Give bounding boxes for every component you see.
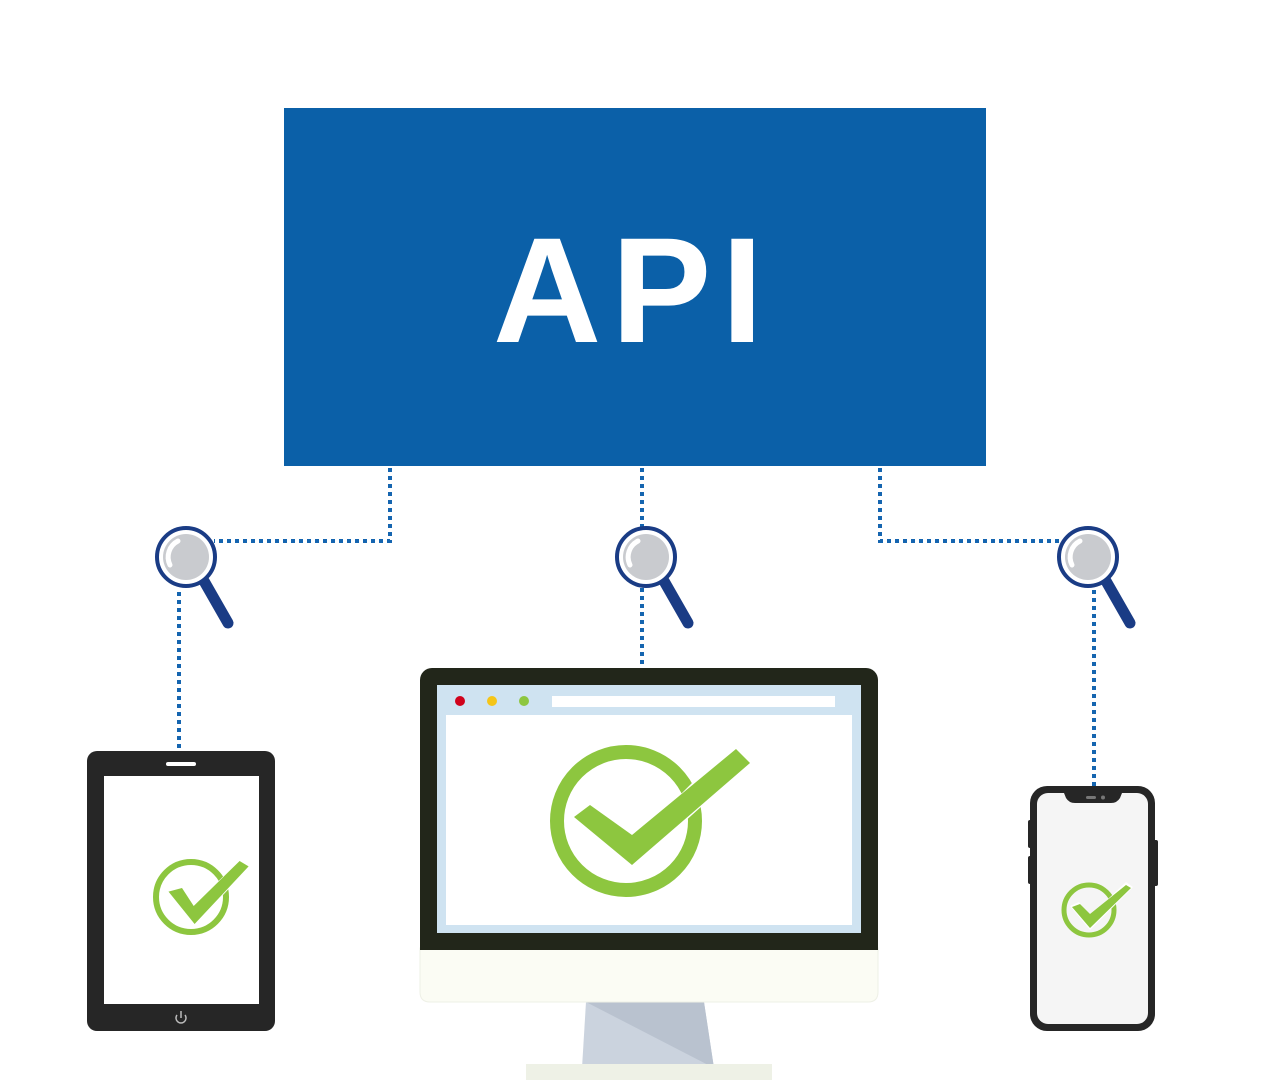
magnifier-icon bbox=[615, 526, 694, 629]
connector-right bbox=[878, 468, 1062, 543]
api-box-background bbox=[284, 108, 986, 466]
browser-maximize-dot bbox=[519, 696, 529, 706]
browser-address-bar bbox=[552, 696, 835, 707]
browser-content bbox=[446, 715, 852, 925]
check-circle-icon bbox=[550, 739, 752, 897]
connectors bbox=[177, 468, 1096, 786]
monitor-stand-shade bbox=[586, 1002, 714, 1068]
connector-left bbox=[214, 468, 392, 543]
magnifier-icon bbox=[155, 526, 234, 629]
check-circle-icon bbox=[1061, 882, 1133, 938]
api-box-label: API bbox=[493, 206, 773, 374]
monitor-base bbox=[526, 1064, 772, 1080]
smartphone-device bbox=[1028, 786, 1158, 1031]
tablet-speaker bbox=[166, 762, 196, 766]
browser-close-dot bbox=[455, 696, 465, 706]
browser-minimize-dot bbox=[487, 696, 497, 706]
phone-screen bbox=[1037, 793, 1148, 1024]
magnifier-icon bbox=[1057, 526, 1136, 629]
check-circle-icon bbox=[153, 857, 253, 935]
desktop-monitor bbox=[419, 668, 879, 1080]
tablet-device bbox=[87, 751, 275, 1031]
monitor-chin bbox=[419, 947, 879, 1003]
power-icon bbox=[175, 1011, 187, 1024]
api-box: API bbox=[284, 108, 986, 466]
